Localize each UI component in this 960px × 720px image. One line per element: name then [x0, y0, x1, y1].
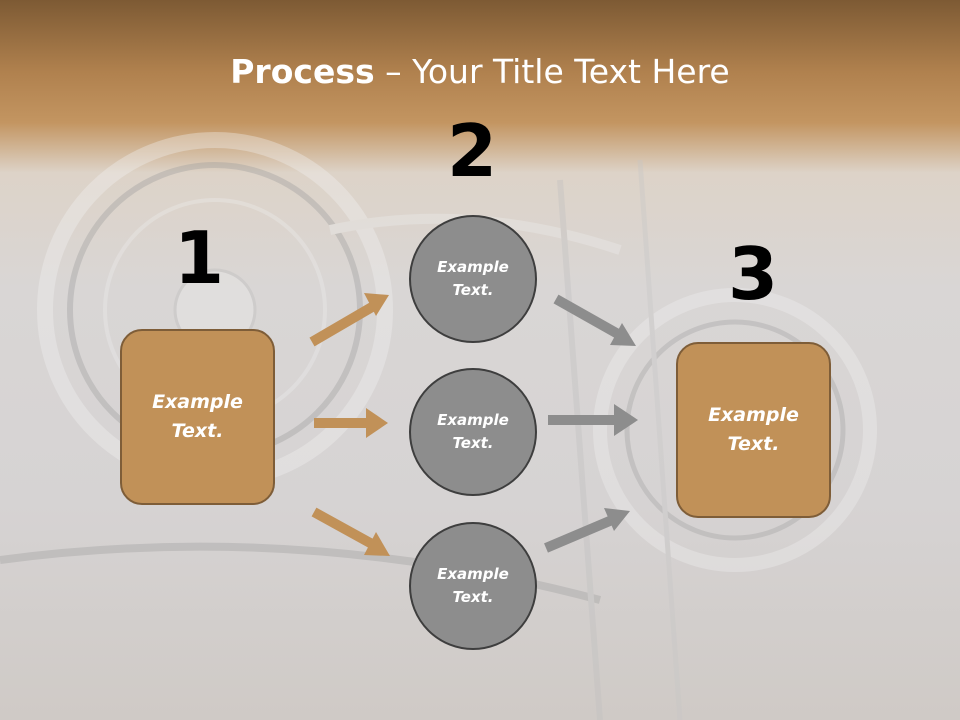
- step-2-circle-top: Example Text.: [409, 215, 537, 343]
- step-1-label: Example Text.: [152, 391, 243, 442]
- circle-label-bottom: Example Text.: [437, 565, 509, 606]
- title-separator: –: [374, 52, 413, 91]
- step-2-circle-bottom: Example Text.: [409, 522, 537, 650]
- step-number-3: 3: [727, 232, 779, 316]
- arrow-middle-circle-to-right: [548, 404, 638, 436]
- arrow-left-to-bottom-circle: [311, 507, 390, 556]
- arrow-top-circle-to-right: [553, 294, 636, 346]
- arrow-left-to-top-circle: [309, 293, 389, 347]
- step-1-box: Example Text.: [120, 329, 275, 505]
- step-3-label: Example Text.: [708, 404, 799, 455]
- circle-label-top: Example Text.: [437, 258, 509, 299]
- step-number-2: 2: [446, 109, 498, 193]
- step-2-circle-middle: Example Text.: [409, 368, 537, 496]
- title-text: Your Title Text Here: [412, 52, 730, 91]
- step-number-1: 1: [173, 216, 225, 300]
- step-3-box: Example Text.: [676, 342, 831, 518]
- arrow-bottom-circle-to-right: [544, 508, 630, 553]
- slide-title: Process – Your Title Text Here: [0, 52, 960, 91]
- title-bold: Process: [230, 52, 375, 91]
- circle-label-middle: Example Text.: [437, 411, 509, 452]
- arrow-left-to-middle-circle: [314, 408, 388, 438]
